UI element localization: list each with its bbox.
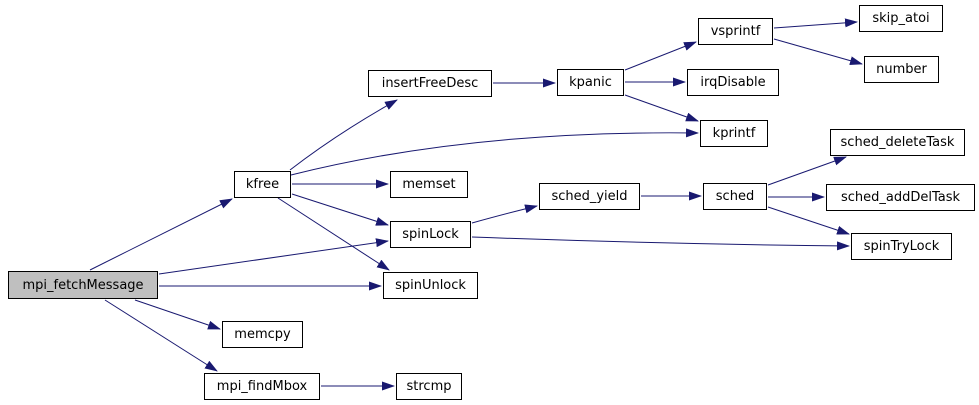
edge-spinLock-to-sched_yield: [471, 204, 538, 224]
node-skip_atoi[interactable]: skip_atoi: [859, 5, 943, 32]
edge-mpi_fetchMessage-to-memcpy: [134, 299, 221, 330]
node-sched_yield[interactable]: sched_yield: [539, 183, 640, 210]
edge-mpi_fetchMessage-to-spinLock: [158, 238, 389, 275]
node-strcmp[interactable]: strcmp: [396, 373, 462, 400]
node-memcpy[interactable]: memcpy: [222, 321, 303, 348]
node-spinLock[interactable]: spinLock: [390, 221, 471, 248]
node-mpi_fetchMessage[interactable]: mpi_fetchMessage: [8, 271, 158, 299]
node-spinUnlock[interactable]: spinUnlock: [383, 272, 478, 299]
node-kpanic[interactable]: kpanic: [557, 69, 624, 96]
node-irqDisable[interactable]: irqDisable: [687, 69, 779, 96]
node-sched[interactable]: sched: [703, 183, 767, 210]
edge-sched-to-spinTryLock: [767, 206, 850, 235]
node-mpi_findMbox[interactable]: mpi_findMbox: [204, 373, 320, 400]
edge-mpi_fetchMessage-to-mpi_findMbox: [104, 299, 218, 372]
node-sched_deleteTask[interactable]: sched_deleteTask: [830, 129, 965, 156]
node-number[interactable]: number: [864, 56, 939, 83]
edge-kpanic-to-kprintf: [624, 94, 699, 122]
edge-kfree-to-spinLock: [291, 193, 389, 226]
node-kfree[interactable]: kfree: [234, 171, 291, 198]
edge-spinLock-to-spinTryLock: [471, 236, 850, 251]
node-spinTryLock[interactable]: spinTryLock: [851, 233, 952, 260]
edge-kfree-to-kprintf: [290, 128, 699, 176]
edge-vsprintf-to-skip_atoi: [773, 18, 858, 29]
edge-kpanic-to-vsprintf: [624, 41, 697, 71]
node-sched_addDelTask[interactable]: sched_addDelTask: [826, 184, 975, 211]
edge-sched-to-sched_deleteTask: [767, 156, 847, 186]
edge-kfree-to-spinUnlock: [277, 197, 390, 271]
edge-vsprintf-to-number: [773, 38, 863, 66]
edge-kfree-to-insertFreeDesc: [289, 99, 398, 171]
edge-mpi_fetchMessage-to-kfree: [89, 198, 233, 271]
node-kprintf[interactable]: kprintf: [700, 120, 768, 147]
node-vsprintf[interactable]: vsprintf: [698, 18, 773, 45]
node-memset[interactable]: memset: [390, 171, 468, 198]
node-insertFreeDesc[interactable]: insertFreeDesc: [368, 70, 492, 97]
